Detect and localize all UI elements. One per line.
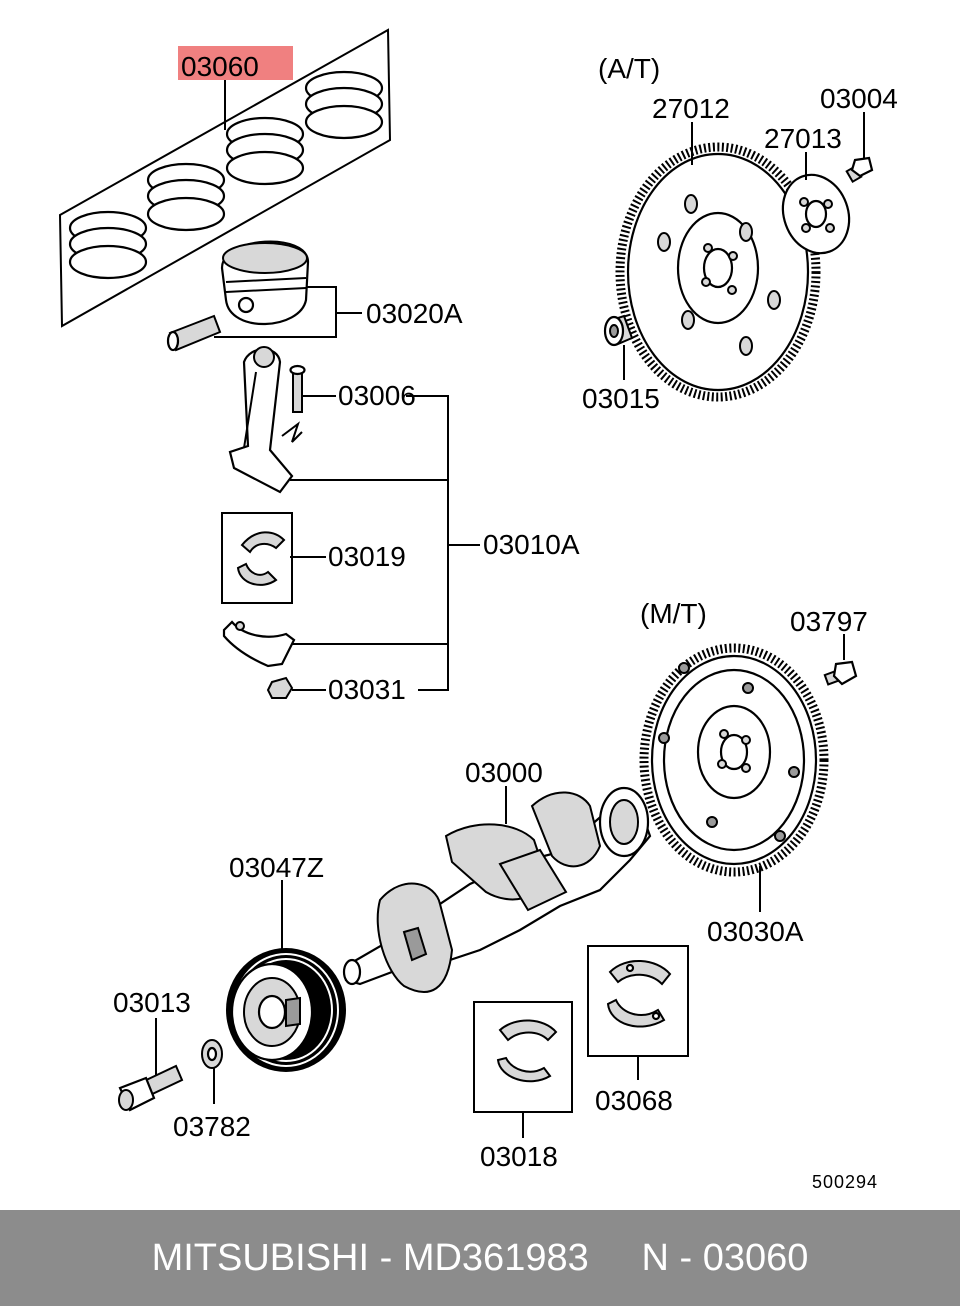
box-03018 bbox=[473, 1001, 573, 1113]
label-mt[interactable]: (M/T) bbox=[640, 598, 707, 629]
crankshaft bbox=[342, 786, 652, 993]
drive-plate-bolt bbox=[845, 156, 874, 184]
label-27012[interactable]: 27012 bbox=[652, 93, 730, 124]
part-number-caption: MITSUBISHI - MD361983 N - 03060 bbox=[151, 1236, 809, 1279]
parts-diagram: 03060 03020A 03006 03010A 03019 bbox=[58, 28, 898, 1192]
pulley-washer bbox=[201, 1039, 223, 1069]
adapter-plate bbox=[781, 173, 851, 255]
crank-pulley bbox=[226, 948, 346, 1072]
rod-nut bbox=[266, 676, 294, 699]
drive-plate bbox=[615, 142, 821, 402]
rod-bolt bbox=[289, 364, 306, 413]
rod-bearing bbox=[236, 531, 286, 586]
connecting-rod bbox=[228, 346, 294, 494]
label-03047z[interactable]: 03047Z bbox=[229, 852, 324, 883]
label-03006[interactable]: 03006 bbox=[338, 380, 416, 411]
pilot-bushing bbox=[603, 314, 634, 347]
label-03015[interactable]: 03015 bbox=[582, 383, 660, 414]
box-03019 bbox=[221, 512, 293, 604]
piston-ring-set bbox=[58, 28, 392, 328]
label-03020a[interactable]: 03020A bbox=[366, 298, 463, 329]
piston bbox=[220, 240, 310, 326]
diagram-number: 500294 bbox=[812, 1172, 878, 1192]
label-03013[interactable]: 03013 bbox=[113, 987, 191, 1018]
label-03031[interactable]: 03031 bbox=[328, 674, 406, 705]
ring-group-3 bbox=[225, 116, 305, 186]
ring-group-1 bbox=[68, 210, 148, 280]
label-03000[interactable]: 03000 bbox=[465, 757, 543, 788]
label-03060[interactable]: 03060 bbox=[181, 51, 259, 82]
label-03018[interactable]: 03018 bbox=[480, 1141, 558, 1172]
label-03019[interactable]: 03019 bbox=[328, 541, 406, 572]
ring-group-2 bbox=[146, 162, 226, 232]
label-03782[interactable]: 03782 bbox=[173, 1111, 251, 1142]
label-03004[interactable]: 03004 bbox=[820, 83, 898, 114]
pulley-bolt bbox=[118, 1064, 184, 1112]
label-27013[interactable]: 27013 bbox=[764, 123, 842, 154]
ring-group-4 bbox=[304, 70, 384, 140]
label-03797[interactable]: 03797 bbox=[790, 606, 868, 637]
thrust-bearing bbox=[606, 959, 672, 1028]
label-03010a[interactable]: 03010A bbox=[483, 529, 580, 560]
flywheel bbox=[639, 643, 829, 877]
label-at[interactable]: (A/T) bbox=[598, 53, 660, 84]
piston-pin bbox=[166, 314, 222, 352]
highlight-03060 bbox=[178, 46, 293, 80]
label-03030a[interactable]: 03030A bbox=[707, 916, 804, 947]
footer-bar: MITSUBISHI - MD361983 N - 03060 bbox=[0, 1210, 960, 1306]
label-03068[interactable]: 03068 bbox=[595, 1085, 673, 1116]
flywheel-bolt bbox=[823, 660, 858, 686]
main-bearing-lower bbox=[496, 1019, 558, 1083]
rod-cap bbox=[222, 620, 296, 668]
